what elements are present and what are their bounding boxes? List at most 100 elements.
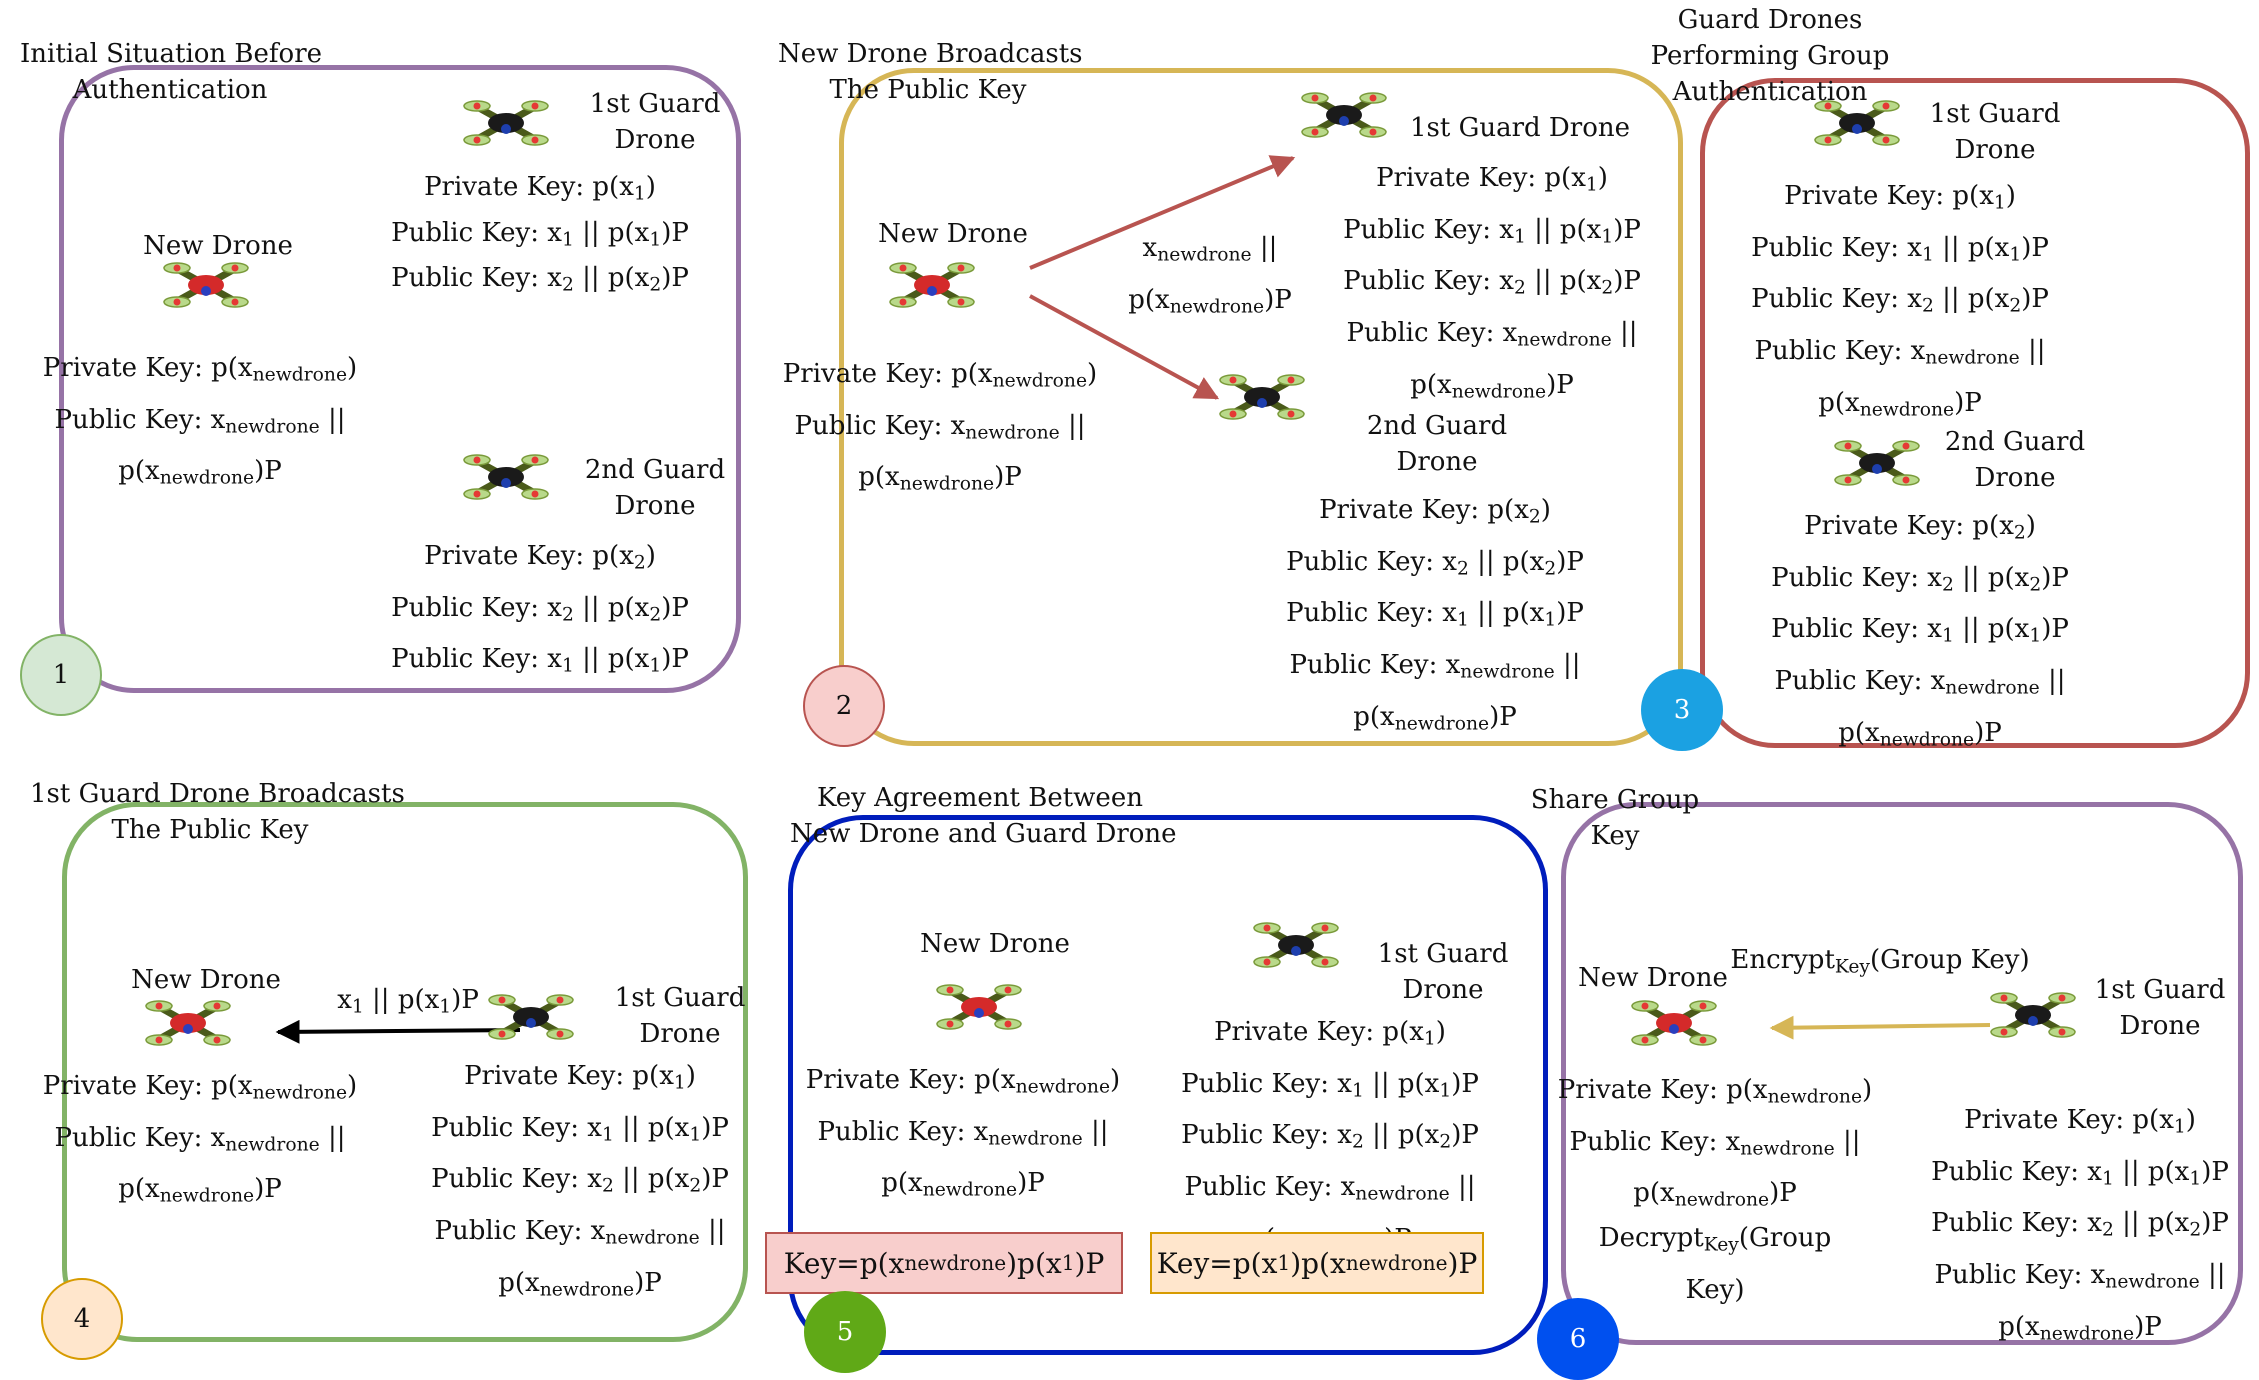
text-line: Private Key: p(x1) — [1964, 1105, 2196, 1138]
text-line: Public Key: x2 || p(x2)P — [391, 592, 689, 626]
text-line: EncryptKey(Group Key) — [1730, 945, 2030, 978]
text-line: Private Key: p(xnewdrone) — [805, 1065, 1121, 1098]
guard1-keys: Private Key: p(x1) Public Key: x1 || p(x1… — [1730, 174, 2070, 432]
text-line: Drone — [614, 125, 696, 155]
text-line: Private Key: p(x2) — [1804, 511, 2036, 544]
new-drone-label: New Drone — [1578, 963, 1728, 993]
text-line: Private Key: p(x1) — [1214, 1017, 1446, 1050]
text-line: 1st Guard — [1377, 939, 1509, 969]
text-line: Public Key: x2 || p(x2)P — [1931, 1208, 2229, 1242]
text-line: Public Key: x2 || p(x2)P — [1771, 562, 2069, 596]
guard1-keys: Private Key: p(x1)Public Key: x1 || p(x1… — [1160, 1010, 1500, 1268]
text-line: Public Key: x2 || p(x2)P — [1751, 284, 2049, 318]
text-line: Key) — [1685, 1274, 1745, 1305]
text-line: Public Key: x2 || p(x2)P — [431, 1164, 729, 1198]
new-drone-label: New Drone — [143, 231, 293, 261]
text-line: Private Key: p(xnewdrone) — [42, 353, 358, 386]
text-line: Public Key: x1 || p(x1)P — [431, 1112, 729, 1146]
guard-drone-icon — [1834, 436, 1920, 494]
text-line: Private Key: p(xnewdrone) — [42, 1071, 358, 1104]
text-line: p(xnewdrone)P — [1633, 1178, 1797, 1212]
text-line: 1st Guard Drone — [1409, 113, 1630, 143]
text-line: p(xnewdrone)P — [1128, 284, 1292, 318]
text-line: Private Key: p(x1) — [424, 172, 656, 205]
text-line: 2nd Guard — [1944, 427, 2086, 457]
new-drone-icon — [163, 258, 249, 316]
guard-drone-icon — [1301, 88, 1387, 146]
step-badge-1: 1 — [20, 634, 102, 716]
text-line: Share Group — [1530, 785, 1700, 815]
text-line: Drone — [1402, 975, 1484, 1005]
new-drone-keys: Private Key: p(xnewdrone) Public Key: xne… — [783, 1058, 1143, 1213]
text-line: Public Key: x1 || p(x1)P — [1751, 232, 2049, 266]
new-drone-icon — [145, 996, 231, 1054]
text-line: Public Key: xnewdrone || — [1934, 1260, 2226, 1293]
guard-drone-icon — [1219, 370, 1305, 428]
text-line: 1st Guard — [589, 89, 721, 119]
text-line: New Drone and Guard Drone — [790, 819, 1177, 849]
text-line: 1st Guard — [2094, 975, 2226, 1005]
new-drone-icon — [1631, 996, 1717, 1054]
encrypt-message: EncryptKey(Group Key) — [1730, 942, 2030, 986]
panel-6-frame — [1561, 802, 2243, 1345]
guard-drone-icon — [1253, 918, 1339, 976]
guard-drone-icon — [1990, 988, 2076, 1046]
text-line: Public Key: xnewdrone || — [817, 1116, 1109, 1150]
new-drone-keys: Private Key: p(xnewdrone)Public Key: xne… — [20, 1064, 380, 1219]
text-line: The Public Key — [111, 815, 309, 845]
text-line: 1st Guard — [614, 983, 746, 1013]
text-line: Public Key: xnewdrone || — [1289, 650, 1581, 683]
text-line: Public Key: xnewdrone || — [1184, 1172, 1476, 1205]
step-badge-6: 6 — [1537, 1298, 1619, 1380]
text-line: p(xnewdrone)P — [1818, 387, 1982, 421]
text-line: Public Key: x1 || p(x1)P — [391, 217, 689, 251]
guard1-keys: Private Key: p(x1)Public Key: x1 || p(x1… — [1910, 1098, 2250, 1356]
text-line: Private Key: p(x1) — [1784, 181, 2016, 214]
text-line: Public Key: xnewdrone || — [434, 1216, 726, 1249]
panel-1-frame — [59, 65, 741, 693]
text-line: 1st Guard Drone Broadcasts — [30, 779, 405, 809]
new-drone-label: New Drone — [920, 929, 1070, 959]
guard1-label: 1st Guard Drone — [1400, 110, 1640, 146]
text-line: Public Key: x1 || p(x1)P — [1343, 214, 1641, 248]
text-line: Public Key: x2 || p(x2)P — [1286, 546, 1584, 580]
text-line: Public Key: xnewdrone || — [1569, 1126, 1861, 1160]
text-line: Drone — [1954, 135, 2036, 165]
new-drone-label: New Drone — [878, 219, 1028, 249]
guard2-keys: Private Key: p(x2) Public Key: x2 || p(x2… — [1265, 488, 1605, 746]
text-line: Authentication — [72, 75, 268, 105]
text-line: Public Key: x2 || p(x2)P — [1343, 266, 1641, 300]
panel-3-frame — [1700, 78, 2250, 748]
text-line: Public Key: xnewdrone || — [1754, 336, 2046, 369]
text-line: Private Key: p(xnewdrone) — [1557, 1075, 1873, 1108]
new-drone-label: New Drone — [131, 965, 281, 995]
text-line: Public Key: x1 || p(x1)P — [391, 644, 689, 678]
guard-drone-icon — [463, 450, 549, 508]
step-badge-4: 4 — [41, 1278, 123, 1360]
text-line: Drone — [614, 491, 696, 521]
text-line: xnewdrone || — [1142, 233, 1278, 266]
text-line: p(xnewdrone)P — [1838, 717, 2002, 751]
new-drone-icon — [889, 258, 975, 316]
guard-drone-icon — [1814, 96, 1900, 154]
step-badge-2: 2 — [803, 665, 885, 747]
text-line: Public Key: x1 || p(x1)P — [1771, 614, 2069, 648]
text-line: p(xnewdrone)P — [1353, 701, 1517, 735]
text-line: p(xnewdrone)P — [881, 1168, 1045, 1202]
text-line: Private Key: p(x2) — [1319, 495, 1551, 528]
guard2-keys: Private Key: p(x2) Public Key: x2 || p(x2… — [1750, 504, 2090, 762]
